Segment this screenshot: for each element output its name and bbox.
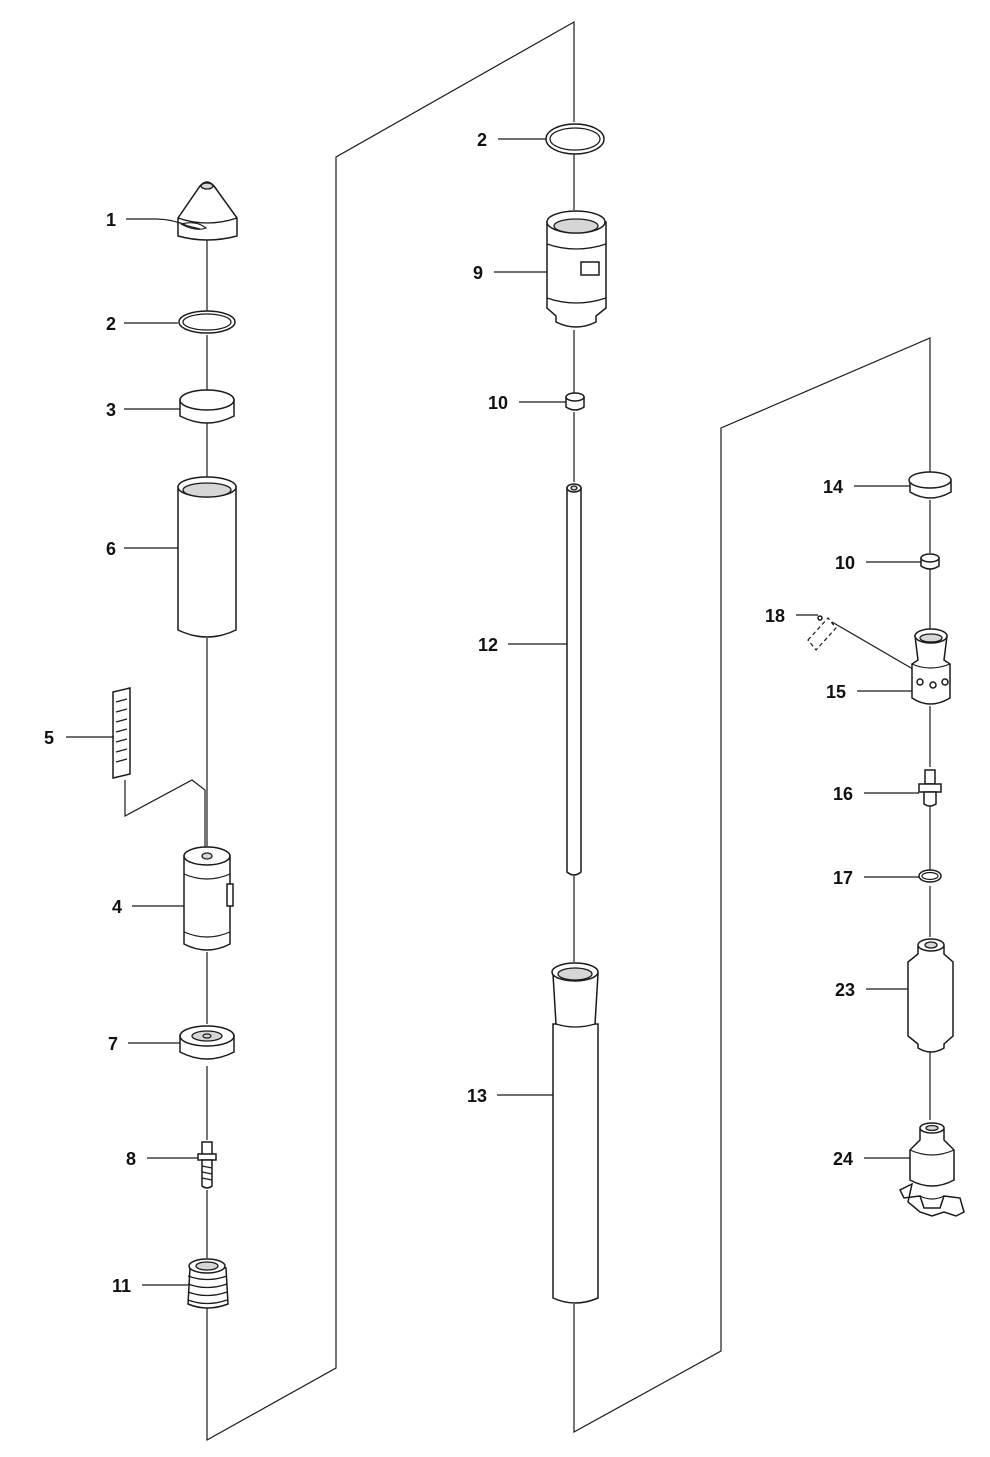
- callout-13: 13: [467, 1086, 487, 1106]
- part-8-nipple: [197, 1141, 217, 1189]
- callout-labels: 1 2 3 6 5 4 7 8 11 2 9 10 12 13 14 10 18…: [44, 130, 855, 1296]
- callout-8: 8: [126, 1149, 136, 1169]
- callout-24: 24: [833, 1149, 853, 1169]
- callout-7: 7: [108, 1034, 118, 1054]
- part-3-disc: [179, 389, 235, 424]
- part-10-ring-right: [920, 553, 940, 570]
- part-17-ring: [918, 869, 942, 883]
- callout-10-right: 10: [835, 553, 855, 573]
- callout-2-left: 2: [106, 314, 116, 334]
- callout-14: 14: [823, 477, 843, 497]
- callout-5: 5: [44, 728, 54, 748]
- part-10-ring-middle: [565, 392, 585, 411]
- callout-4: 4: [112, 897, 122, 917]
- part-12-rod: [566, 483, 582, 876]
- callout-1: 1: [106, 210, 116, 230]
- part-4-valve-body: [183, 846, 234, 951]
- callout-12: 12: [478, 635, 498, 655]
- part-23-cylinder: [907, 938, 954, 1053]
- part-18-pin: [807, 615, 837, 651]
- part-24-claw-coupling: [898, 1122, 965, 1217]
- part-7-bearing: [179, 1025, 235, 1060]
- callout-2-middle: 2: [477, 130, 487, 150]
- part-16-small-nipple: [918, 769, 942, 807]
- part-6-sleeve: [177, 476, 237, 638]
- callout-16: 16: [833, 784, 853, 804]
- callout-15: 15: [826, 682, 846, 702]
- part-5-strip: [112, 687, 131, 779]
- part-15-valve-housing: [911, 628, 951, 705]
- leader-lines: [66, 138, 921, 1286]
- assembly-axis-lines: [124, 20, 931, 1442]
- part-13-tube: [551, 962, 599, 1304]
- part-9-coupling: [546, 210, 607, 328]
- callout-6: 6: [106, 539, 116, 559]
- callout-9: 9: [473, 263, 483, 283]
- part-14-cup-ring: [908, 471, 952, 499]
- part-2-o-ring-middle: [545, 123, 605, 155]
- callout-11: 11: [112, 1276, 131, 1296]
- callout-17: 17: [833, 868, 853, 888]
- part-2-o-ring-left: [178, 310, 236, 334]
- callout-18: 18: [765, 606, 785, 626]
- callout-3: 3: [106, 400, 116, 420]
- callout-23: 23: [835, 980, 855, 1000]
- callout-10-middle: 10: [488, 393, 508, 413]
- part-1-nozzle-cap: [177, 181, 238, 241]
- part-11-threaded-end: [187, 1258, 229, 1309]
